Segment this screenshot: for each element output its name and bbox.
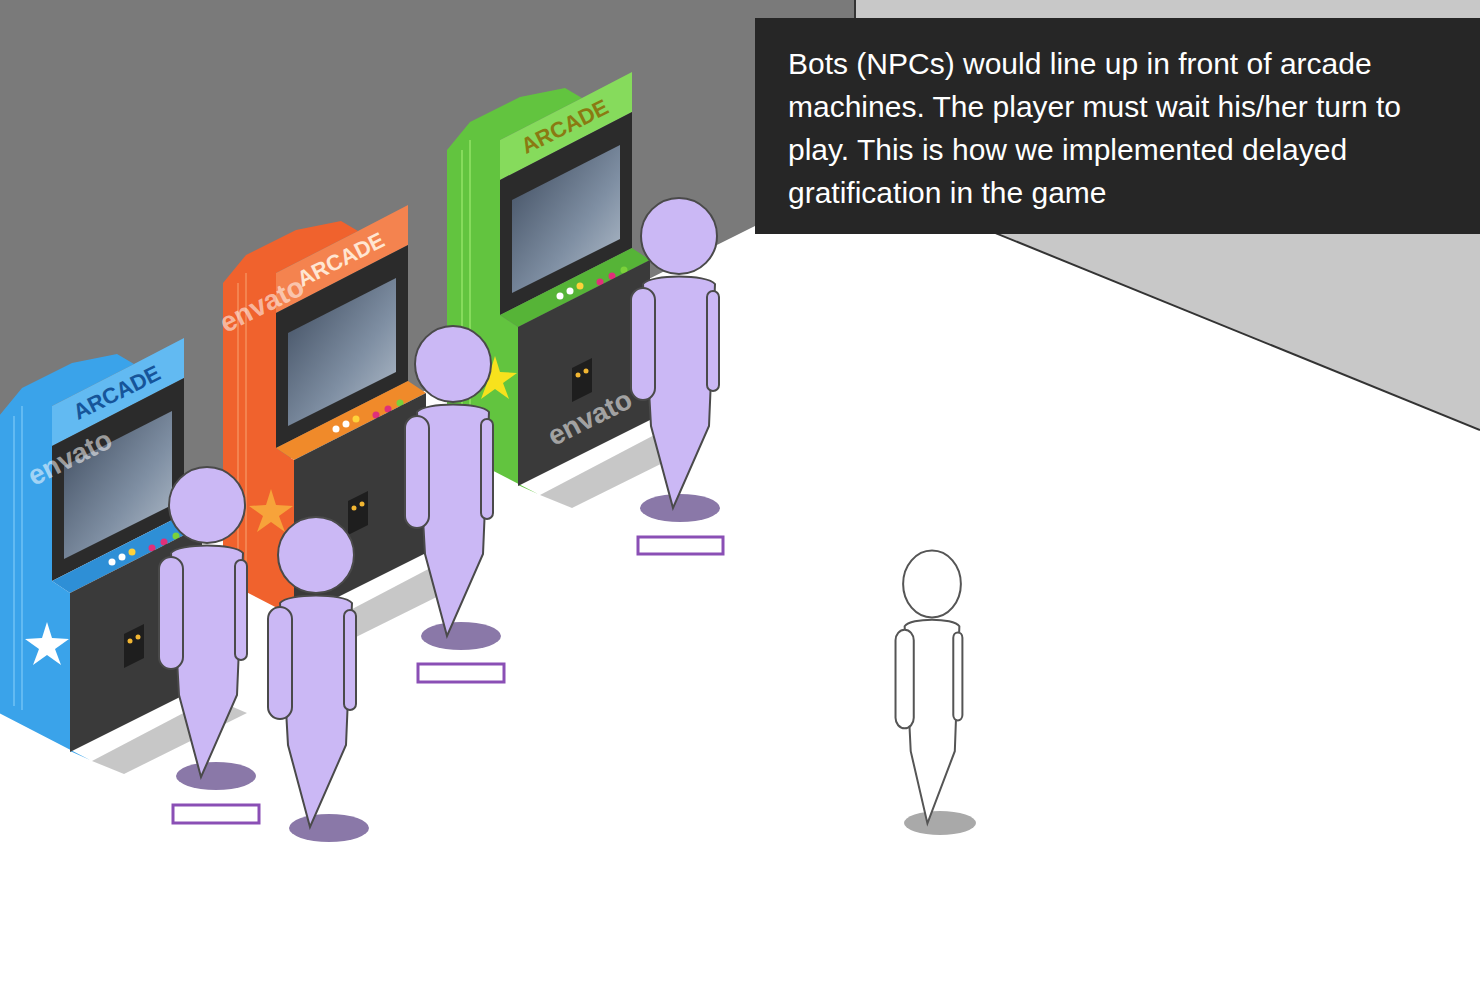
npc-shadow xyxy=(640,494,720,522)
npc-figure xyxy=(159,467,247,777)
caption-text: Bots (NPCs) would line up in front of ar… xyxy=(788,42,1460,214)
npc-figure xyxy=(268,517,356,827)
queue-spot xyxy=(638,537,723,554)
player-figure xyxy=(896,551,963,824)
queue-spot xyxy=(418,664,504,682)
npc-figure xyxy=(631,198,719,508)
npc-figure xyxy=(405,326,493,636)
player-shadow xyxy=(904,811,976,835)
npc-shadow xyxy=(421,622,501,650)
npc-shadow xyxy=(289,814,369,842)
caption-box: Bots (NPCs) would line up in front of ar… xyxy=(755,18,1480,234)
npc-shadow xyxy=(176,762,256,790)
queue-spot xyxy=(173,805,259,823)
